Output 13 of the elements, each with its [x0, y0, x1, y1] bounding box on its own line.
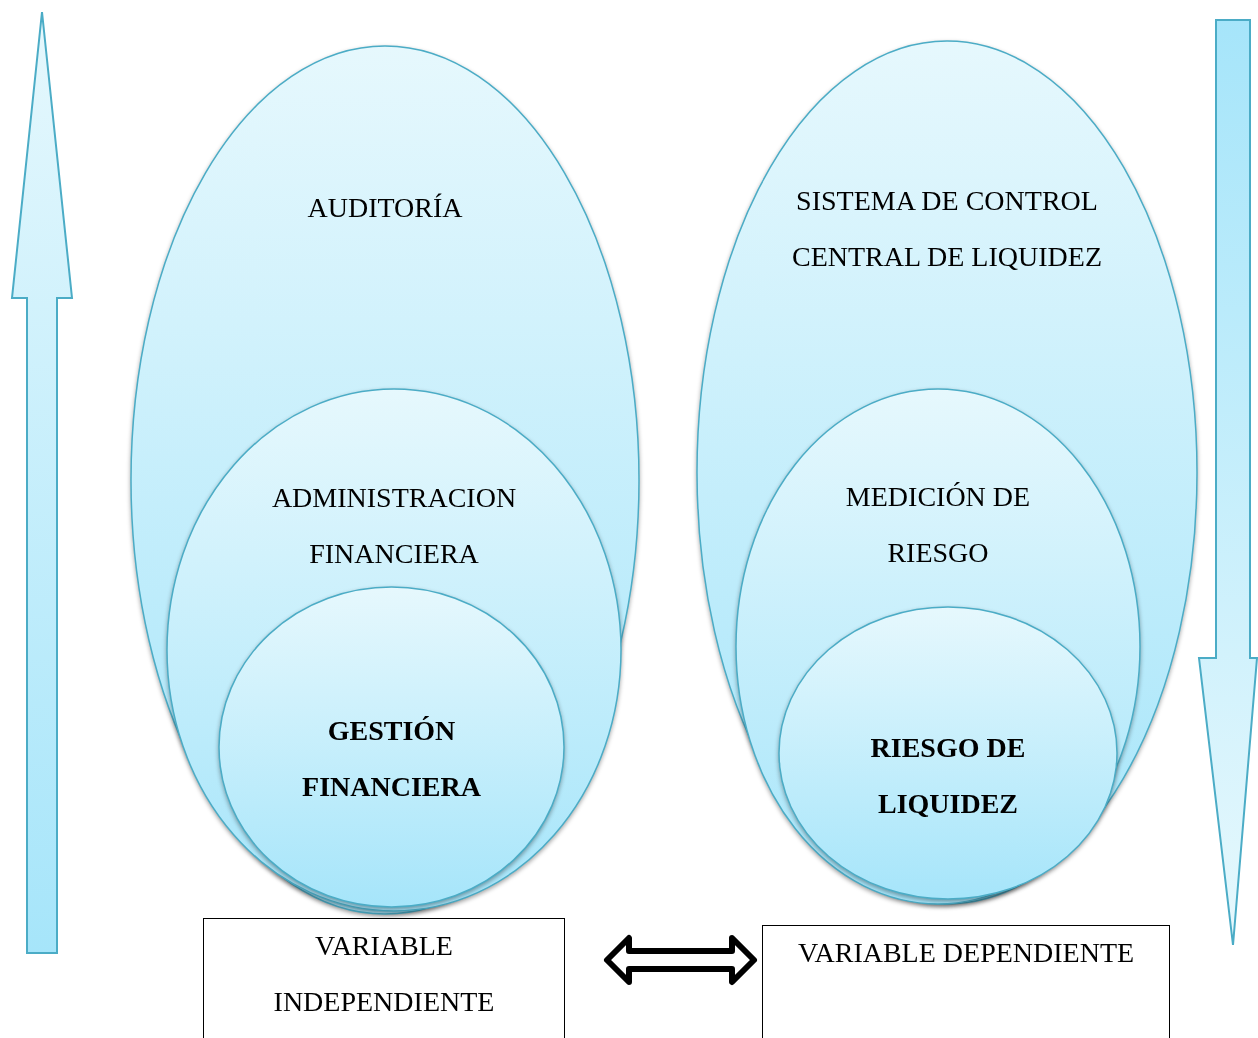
variable-box	[762, 925, 1170, 1038]
node-label: VARIABLE INDEPENDIENTE	[272, 929, 496, 1019]
ellipse	[778, 606, 1118, 900]
node-label: MEDICIÓN DE RIESGO	[844, 480, 1032, 570]
ellipse	[218, 586, 565, 908]
double-arrow	[604, 935, 757, 985]
node-label: ADMINISTRACION FINANCIERA	[270, 481, 518, 571]
node-label: SISTEMA DE CONTROL CENTRAL DE LIQUIDEZ	[791, 184, 1103, 274]
node-label: RIESGO DE LIQUIDEZ	[869, 731, 1027, 821]
node-label: AUDITORÍA	[306, 191, 464, 225]
node-label: VARIABLE DEPENDIENTE	[796, 936, 1136, 970]
node-label: GESTIÓN FINANCIERA	[301, 714, 482, 804]
variable-box	[203, 918, 565, 1038]
